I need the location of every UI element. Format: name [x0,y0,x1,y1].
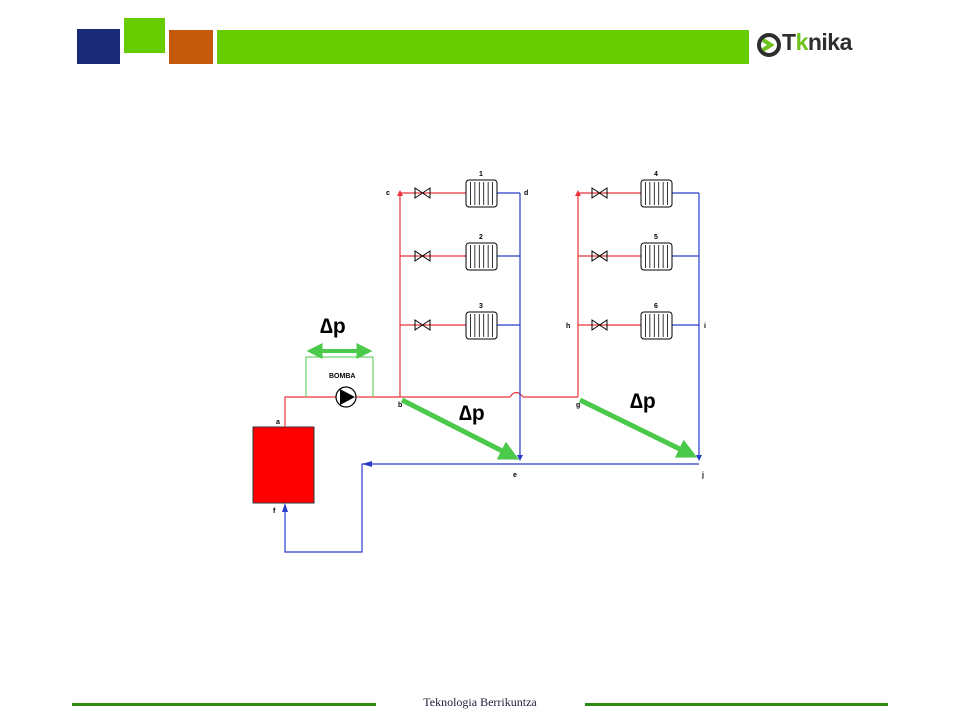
delta-p-labels: ∆p ∆p ∆p [320,315,656,425]
logo-text-nika: nika [807,29,853,55]
radiator-label: 3 [479,303,483,310]
boiler [252,426,315,504]
node-h: h [566,323,570,330]
node-i: i [704,323,706,330]
radiator-label: 4 [654,171,658,178]
radiator-2: 2 [465,234,498,271]
pump-label: BOMBA [329,373,355,380]
node-d: d [524,190,528,197]
radiator-label: 5 [654,234,658,241]
supply-pipes [284,190,641,427]
node-a: a [276,419,280,426]
riser2-delta-p-arrow [578,397,698,458]
footer-line-left [72,703,376,706]
return-pipes [284,192,702,553]
tknika-logo: Tknika [757,29,892,59]
valves [414,187,608,331]
riser1-delta-p-arrow [400,397,520,460]
pump [335,386,357,408]
delta-p-label-pump: ∆p [320,315,346,338]
header-bar [217,30,749,64]
radiators: 1 2 3 4 5 6 [465,171,673,340]
header-square-orange [169,30,213,64]
radiator-label: 6 [654,303,658,310]
boiler-inlet-arrow [282,503,288,512]
pressure-arrows [306,343,698,460]
node-f: f [273,508,276,515]
node-labels: a b c d e f g h i j [273,190,706,515]
delta-p-label-riser2: ∆p [630,390,656,413]
node-g: g [576,402,580,409]
radiator-5: 5 [640,234,673,271]
delta-p-label-riser1: ∆p [459,402,485,425]
logo-text-k: k [795,29,809,55]
node-e: e [513,472,517,479]
radiator-1: 1 [465,171,498,208]
return-flow-arrow [362,461,372,467]
logo-text-t: T [782,29,796,55]
radiator-label: 1 [479,171,483,178]
header-square-lime [124,18,165,53]
pipe-crossing [509,391,524,398]
radiator-3: 3 [465,303,498,340]
tknika-chevron-icon [757,33,781,57]
radiator-6: 6 [640,303,673,340]
radiator-label: 2 [479,234,483,241]
logo-text: Tknika [782,29,852,56]
footer-line-right [585,703,888,706]
footer-text: Teknologia Berrikuntza [423,695,537,709]
node-b: b [398,402,402,409]
node-c: c [386,190,390,197]
radiator-4: 4 [640,171,673,208]
node-j: j [701,472,704,479]
header-square-blue [77,29,120,64]
